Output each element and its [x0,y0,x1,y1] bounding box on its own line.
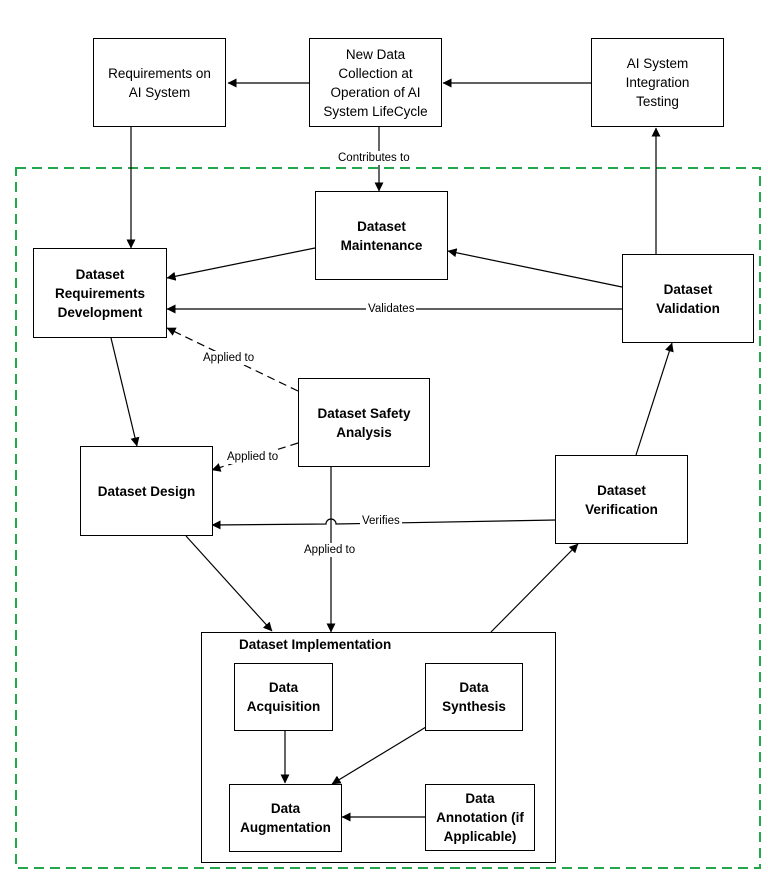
dataset-maintenance-label: Dataset Maintenance [340,218,423,253]
edge-requirements-to-design [110,337,140,447]
contributes-to-label: Contributes to [336,151,412,165]
dataset-implementation-title: Dataset Implementation [239,637,392,652]
dataset-validation-box: Dataset Validation [622,254,754,343]
dataset-lifecycle-boundary [15,167,761,869]
new-data-collection-box: New Data Collection at Operation of AI S… [309,38,442,127]
dataset-implementation-container [201,632,556,863]
ai-system-integration-testing-label: AI System Integration Testing [625,56,690,109]
data-acquisition-label: Data Acquisition [246,680,321,714]
ai-system-integration-testing-box: AI System Integration Testing [591,38,724,127]
applied-to-requirements-label: Applied to [201,351,257,365]
dataset-maintenance-box: Dataset Maintenance [315,191,448,280]
validates-label: Validates [366,302,417,316]
data-augmentation-label: Data Augmentation [240,801,331,835]
applied-to-design-label: Applied to [225,450,281,464]
dataset-safety-analysis-label: Dataset Safety Analysis [317,405,411,440]
dataset-requirements-development-box: Dataset Requirements Development [33,248,167,338]
dataset-verification-label: Dataset Verification [585,482,658,517]
data-acquisition-box: Data Acquisition [234,663,333,731]
edge-verification-to-validation [635,342,674,456]
dataset-requirements-development-label: Dataset Requirements Development [54,266,146,320]
data-augmentation-box: Data Augmentation [229,784,342,852]
dataset-design-box: Dataset Design [80,446,213,536]
edge-implementation-to-verification [490,543,579,633]
dataset-design-label: Dataset Design [97,483,196,499]
dataset-safety-analysis-box: Dataset Safety Analysis [298,378,430,467]
data-synthesis-box: Data Synthesis [425,663,523,731]
new-data-collection-label: New Data Collection at Operation of AI S… [323,46,428,119]
edge-maintenance-to-requirements [166,247,316,281]
dataset-verification-box: Dataset Verification [555,455,688,544]
applied-to-implementation-label: Applied to [302,543,358,557]
requirements-on-ai-system-box: Requirements on AI System [93,38,226,127]
verifies-label: Verifies [360,514,402,528]
data-synthesis-label: Data Synthesis [442,680,506,714]
requirements-on-ai-system-label: Requirements on AI System [108,65,211,100]
edge-validation-to-maintenance [447,248,623,288]
edge-synthesis-to-augmentation [331,726,427,785]
data-annotation-box: Data Annotation (if Applicable) [425,784,535,851]
edge-design-to-implementation [185,535,273,632]
data-annotation-label: Data Annotation (if Applicable) [436,791,524,844]
dataset-validation-label: Dataset Validation [656,281,720,316]
